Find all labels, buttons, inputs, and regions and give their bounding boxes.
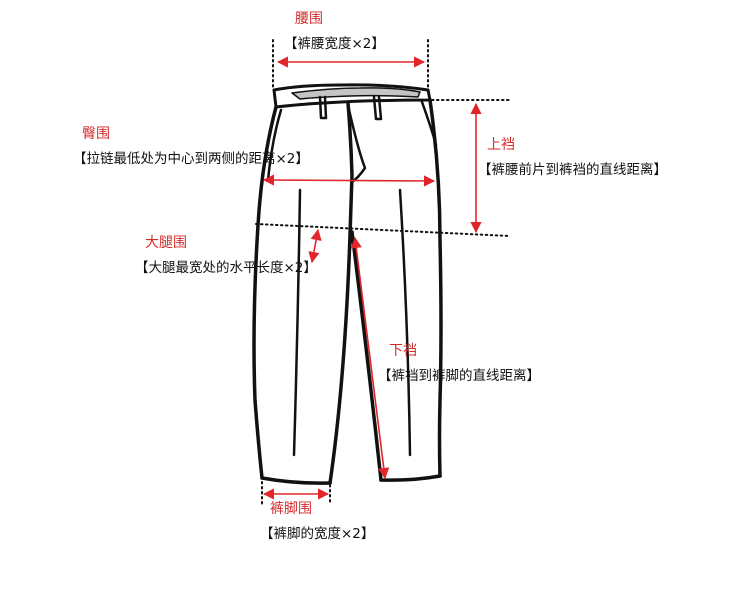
waistband-inner: [291, 87, 421, 100]
hip-title: 臀围: [82, 126, 110, 142]
thigh-description: 【大腿最宽处的水平长度×2】: [135, 260, 317, 276]
inseam-title: 下裆: [389, 343, 417, 359]
measurement-arrows: [262, 56, 482, 500]
thigh-title: 大腿围: [145, 235, 187, 251]
front-rise-description: 【裤腰前片到裤裆的直线距离】: [478, 162, 667, 178]
waistband-bottom-edge: [272, 88, 432, 109]
hip-description: 【拉链最低处为中心到两侧的距离×2】: [73, 151, 309, 167]
right-inner-seam: [350, 230, 383, 482]
inseam-description: 【裤裆到裤脚的直线距离】: [378, 368, 540, 384]
waist-title: 腰围: [295, 11, 323, 27]
belt-loop-left: [318, 95, 328, 120]
right-leg-crease: [398, 188, 412, 457]
right-pocket: [420, 100, 438, 147]
left-outer-seam: [252, 105, 278, 480]
reference-lines: [255, 39, 511, 506]
thigh-arrow: [308, 228, 322, 264]
right-hem: [379, 474, 442, 482]
leg-opening-description: 【裤脚的宽度×2】: [260, 526, 375, 542]
left-hem: [260, 476, 332, 485]
belt-loop-right: [372, 95, 383, 121]
front-rise-title: 上裆: [487, 137, 515, 153]
left-pocket: [266, 108, 283, 182]
pants-outline: [252, 83, 443, 485]
left-inner-seam: [328, 101, 354, 485]
waist-description: 【裤腰宽度×2】: [284, 36, 385, 52]
crotch-dotted-line: [255, 223, 511, 237]
waistband-top-edge: [272, 83, 430, 92]
leg-opening-title: 裤脚围: [270, 501, 312, 517]
inseam-arrow: [350, 236, 390, 480]
right-outer-seam: [428, 98, 443, 478]
left-leg-crease: [292, 188, 302, 457]
hip-arrow: [262, 174, 436, 187]
